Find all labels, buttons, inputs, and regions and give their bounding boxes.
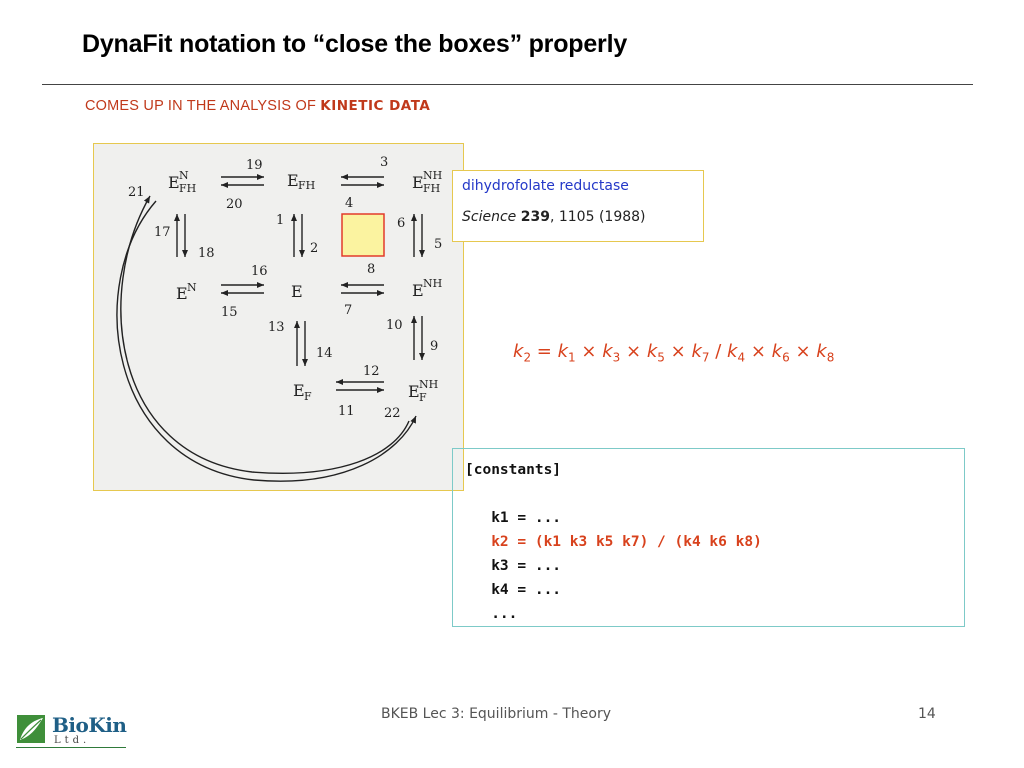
code-line: ... (465, 606, 518, 622)
dynafit-code-box: [constants] k1 = ... k2 = (k1 k3 k5 k7) … (452, 448, 965, 627)
equation-term: k6 (771, 341, 790, 365)
equation-term: k7 (691, 341, 710, 365)
citation-rest: , 1105 (1988) (549, 209, 646, 225)
step-4: 4 (345, 196, 353, 211)
step-12: 12 (363, 364, 380, 379)
citation: Science 239, 1105 (1988) (462, 209, 703, 225)
species-enh: E NH (412, 277, 442, 300)
equation-operator: × (745, 341, 772, 362)
svg-text:E: E (176, 284, 188, 303)
equation-term: k8 (816, 341, 835, 365)
page-number: 14 (918, 706, 936, 722)
footer-text: BKEB Lec 3: Equilibrium - Theory (381, 706, 611, 722)
step-13: 13 (268, 320, 285, 335)
step-9: 9 (430, 339, 438, 354)
reaction-scheme: E N FH E FH E NH FH E N E E NH E F E (93, 143, 464, 491)
subtitle-prefix: COMES UP IN THE ANALYSIS OF (85, 98, 321, 114)
reaction-scheme-diagram: E N FH E FH E NH FH E N E E NH E F E (116, 155, 442, 482)
logo-wordmark: BioKin (52, 713, 127, 737)
equation-term: k4 (727, 341, 746, 365)
equation-term: k5 (646, 341, 665, 365)
highlighted-cycle-box (341, 213, 385, 257)
svg-text:NH: NH (423, 169, 442, 182)
code-line (465, 482, 964, 506)
species-en: E N (176, 281, 197, 303)
svg-text:NH: NH (419, 378, 438, 391)
code-line: k1 = ... (465, 510, 562, 526)
svg-text:F: F (419, 391, 427, 404)
step-3: 3 (380, 155, 388, 170)
subtitle-emphasis: KINETIC DATA (320, 98, 431, 114)
enzyme-name: dihydrofolate reductase (462, 178, 629, 194)
step-2: 2 (310, 241, 318, 256)
step-14: 14 (316, 346, 333, 361)
code-line: k4 = ... (465, 582, 562, 598)
rate-constant-equation: k2 = k1 × k3 × k5 × k7 / k4 × k6 × k8 (513, 341, 834, 365)
svg-text:FH: FH (298, 179, 315, 192)
step-22: 22 (384, 406, 401, 421)
svg-text:E: E (291, 282, 303, 301)
step-10: 10 (386, 318, 403, 333)
svg-text:E: E (293, 381, 305, 400)
svg-text:E: E (412, 281, 424, 300)
step-21: 21 (128, 185, 145, 200)
leaf-icon (17, 715, 45, 743)
svg-text:E: E (168, 173, 180, 192)
step-18: 18 (198, 246, 215, 261)
citation-journal: Science (462, 209, 517, 225)
species-enfh: E N FH (168, 169, 196, 195)
equation-operator: × (664, 341, 692, 362)
step-16: 16 (251, 264, 268, 279)
code-line: k3 = ... (465, 558, 562, 574)
step-7: 7 (344, 303, 352, 318)
step-8: 8 (367, 262, 375, 277)
svg-text:N: N (179, 169, 189, 182)
svg-text:N: N (187, 281, 197, 294)
arrows-horizontal (116, 174, 425, 482)
step-6: 6 (397, 216, 405, 231)
logo-underline (16, 747, 126, 748)
code-line: [constants] (465, 462, 562, 478)
svg-text:E: E (287, 171, 299, 190)
step-15: 15 (221, 305, 238, 320)
equation-operator: × (575, 341, 603, 362)
reference-box: dihydrofolate reductase Science 239, 110… (452, 170, 704, 242)
arrow-21 (120, 195, 410, 474)
species-enhfh: E NH FH (412, 169, 442, 195)
equation-operator: = (531, 341, 558, 362)
code-line-highlighted: k2 = (k1 k3 k5 k7) / (k4 k6 k8) (465, 534, 762, 550)
slide-title: DynaFit notation to “close the boxes” pr… (82, 30, 628, 58)
equation-term: k2 (513, 341, 532, 365)
step-17: 17 (154, 225, 171, 240)
species-efh: E FH (287, 171, 315, 192)
species-ef: E F (293, 381, 312, 403)
species-enhf: E NH F (408, 378, 438, 404)
slide-subtitle: COMES UP IN THE ANALYSIS OF KINETIC DATA (85, 98, 430, 114)
step-5: 5 (434, 237, 442, 252)
equation-operator: / (709, 341, 728, 362)
equation-term: k3 (602, 341, 621, 365)
arrow-22 (116, 200, 417, 482)
svg-text:E: E (412, 173, 424, 192)
step-numbers: 19 20 3 4 21 17 18 1 2 6 5 16 15 8 7 13 … (128, 155, 442, 421)
step-20: 20 (226, 197, 243, 212)
svg-text:FH: FH (179, 182, 196, 195)
step-1: 1 (276, 213, 284, 228)
logo-ltd: Ltd. (54, 735, 91, 746)
biokin-logo: BioKin Ltd. (16, 713, 128, 750)
species-e: E (291, 282, 303, 301)
svg-text:FH: FH (423, 182, 440, 195)
equation-term: k1 (557, 341, 576, 365)
svg-text:F: F (304, 390, 312, 403)
equation-operator: × (620, 341, 647, 362)
equation-operator: × (789, 341, 817, 362)
step-11: 11 (338, 404, 355, 419)
step-19: 19 (246, 158, 263, 173)
title-divider (42, 84, 973, 85)
citation-volume: 239 (520, 209, 550, 225)
svg-text:NH: NH (423, 277, 442, 290)
svg-text:E: E (408, 382, 420, 401)
